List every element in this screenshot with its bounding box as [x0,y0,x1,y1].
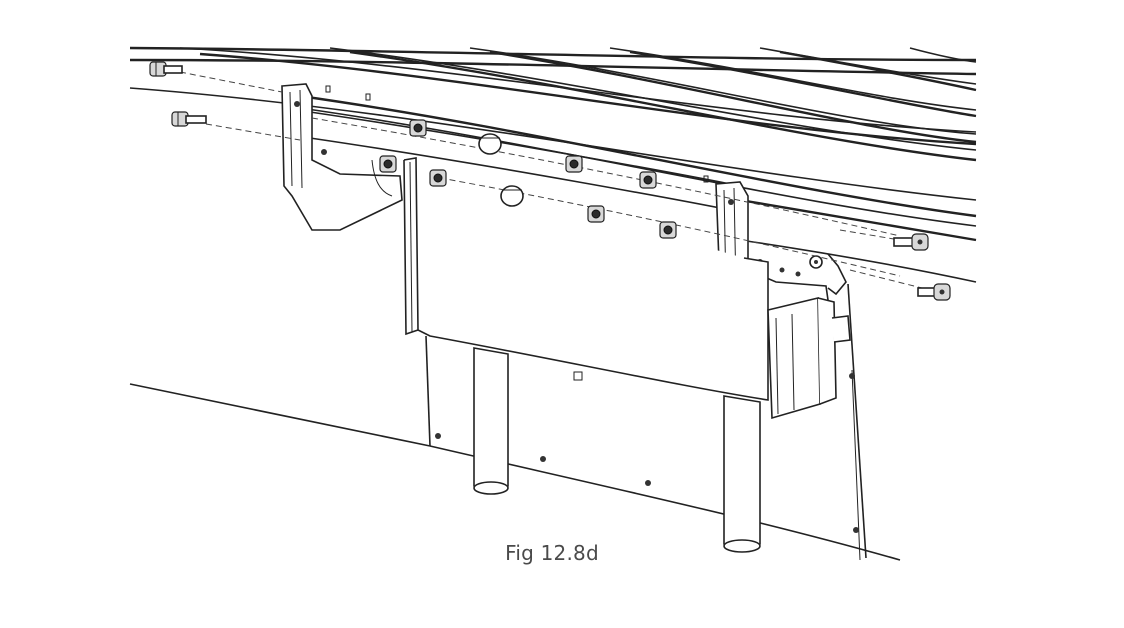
nut [429,169,447,187]
support-leg-left [473,347,509,495]
left-bracket [281,83,403,231]
nut [409,119,427,137]
shaft-fasteners [379,119,677,239]
support-leg-right [723,395,761,553]
nut [639,171,657,189]
nut [379,155,397,173]
nut [565,155,583,173]
figure-caption: Fig 12.8d [505,541,599,565]
bolt-lower-right [917,283,951,301]
rail-marks [325,85,709,183]
spacer [478,133,502,155]
nut [659,221,677,239]
bolt-lower-left [171,111,207,127]
conveyor-rails [129,46,977,283]
spacer [500,185,524,207]
nut [587,205,605,223]
motor-housing [767,296,851,420]
alignment-lines [179,71,931,291]
bolt-top-left [149,61,183,77]
center-cover-plate [403,157,769,401]
bolt-upper-right [893,233,929,251]
